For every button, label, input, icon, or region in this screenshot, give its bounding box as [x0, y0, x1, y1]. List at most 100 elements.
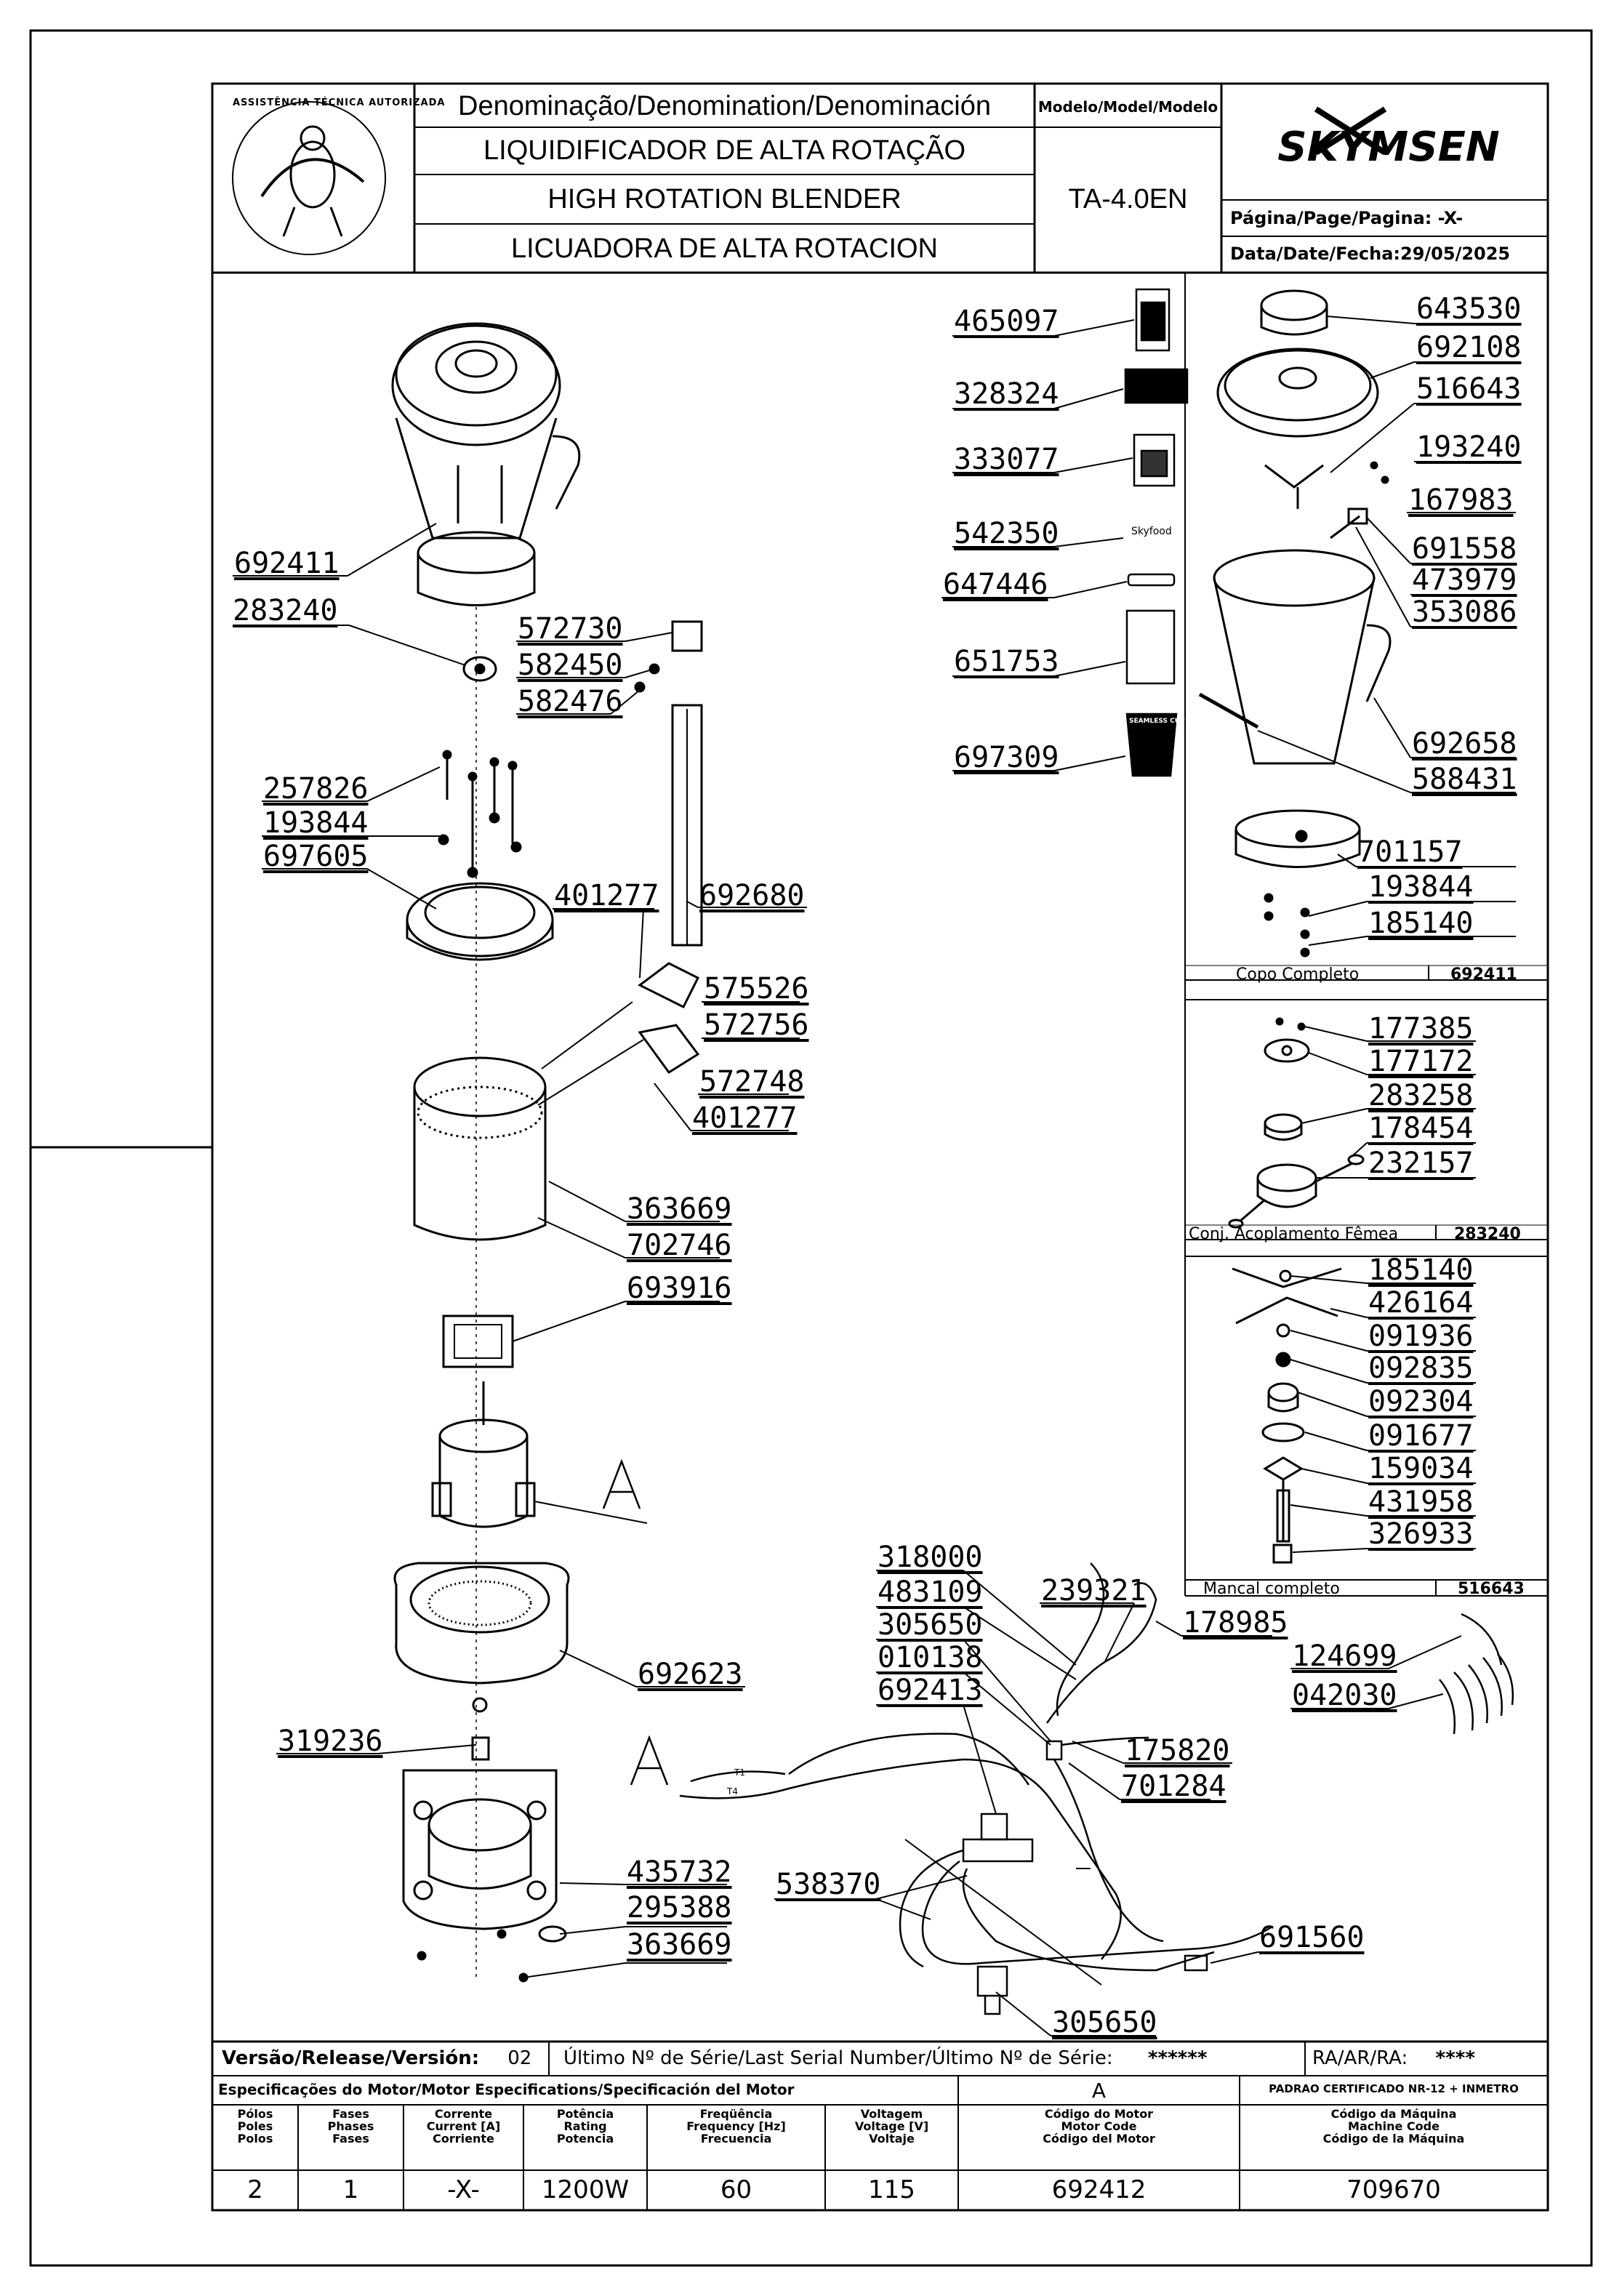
- part-353086: 353086: [1412, 595, 1517, 629]
- spec-value-0: 2: [247, 2175, 263, 2204]
- part-167983: 167983: [1408, 483, 1514, 517]
- date-field: Data/Date/Fecha:29/05/2025: [1230, 244, 1511, 264]
- part-572730: 572730: [518, 612, 623, 646]
- part-582476: 582476: [518, 685, 623, 718]
- part-697309: 697309: [954, 741, 1059, 774]
- spec-value-1: 1: [342, 2175, 359, 2204]
- part-283258: 283258: [1368, 1079, 1474, 1112]
- serial-value: ******: [1147, 2047, 1208, 2069]
- spec-header-0: Pólos Poles Polos: [237, 2107, 273, 2146]
- spec-value-3: 1200W: [541, 2175, 630, 2204]
- motor-letter: A: [1091, 2079, 1107, 2103]
- part-701284: 701284: [1121, 1770, 1226, 1803]
- spec-value-4: 60: [720, 2175, 752, 2204]
- denomination-heading: Denominação/Denomination/Denominación: [458, 91, 991, 121]
- part-193844-right: 193844: [1368, 870, 1474, 904]
- part-124699: 124699: [1292, 1639, 1397, 1673]
- spec-header-1: Fases Phases Fases: [327, 2107, 374, 2146]
- wire-t1-label: T1: [734, 1767, 745, 1778]
- part-177172: 177172: [1368, 1045, 1474, 1078]
- part-091677: 091677: [1368, 1419, 1474, 1453]
- spec-header-3: Potência Rating Potencia: [556, 2107, 614, 2146]
- part-401277-bottom: 401277: [692, 1101, 798, 1135]
- part-232157: 232157: [1368, 1147, 1474, 1180]
- part-588431: 588431: [1412, 763, 1517, 796]
- title-pt: LIQUIDIFICADOR DE ALTA ROTAÇÃO: [483, 135, 965, 166]
- seamless-sticker-text: SEAMLESS CUP: [1129, 718, 1185, 725]
- brand-logo: SKYMSEN: [1277, 124, 1500, 171]
- spec-header-7: Código da Máquina Machine Code Código de…: [1322, 2107, 1465, 2146]
- part-692680: 692680: [699, 879, 805, 912]
- part-295388: 295388: [627, 1891, 732, 1924]
- part-431958: 431958: [1368, 1485, 1474, 1519]
- part-701157: 701157: [1357, 835, 1463, 869]
- spec-value-2: -X-: [447, 2175, 480, 2204]
- part-177385: 177385: [1368, 1012, 1474, 1045]
- part-178985: 178985: [1183, 1606, 1288, 1639]
- part-483109: 483109: [878, 1576, 983, 1609]
- part-175820: 175820: [1125, 1734, 1230, 1767]
- part-401277-top: 401277: [554, 879, 659, 912]
- part-092835: 092835: [1368, 1352, 1474, 1385]
- model-value: TA-4.0EN: [1068, 184, 1188, 214]
- part-333077: 333077: [954, 443, 1059, 476]
- part-692623: 692623: [638, 1658, 743, 1691]
- callout-a-motor: A: [603, 1459, 609, 1466]
- part-193240: 193240: [1416, 430, 1522, 464]
- part-363669-bottom: 363669: [627, 1928, 732, 1962]
- page-value: -X-: [1437, 208, 1464, 228]
- part-572756: 572756: [704, 1008, 809, 1042]
- part-326933: 326933: [1368, 1517, 1474, 1551]
- part-185140-copo: 185140: [1368, 907, 1474, 940]
- ra-value: ****: [1435, 2047, 1475, 2069]
- caption-copo-code: 692411: [1450, 966, 1517, 984]
- model-heading: Modelo/Model/Modelo: [1037, 98, 1218, 116]
- caption-copo: Copo Completo: [1236, 966, 1360, 984]
- callout-a-wiring: A: [631, 1735, 636, 1743]
- part-239321: 239321: [1041, 1574, 1147, 1607]
- part-572748: 572748: [699, 1065, 805, 1099]
- date-value: 29/05/2025: [1400, 244, 1511, 264]
- motor-spec-heading: Especificações do Motor/Motor Especifica…: [218, 2081, 795, 2098]
- standard-note: PADRAO CERTIFICADO NR-12 + INMETRO: [1269, 2082, 1519, 2095]
- spec-value-7: 709670: [1346, 2175, 1441, 2204]
- part-702746: 702746: [627, 1229, 732, 1262]
- part-516643: 516643: [1416, 372, 1522, 406]
- part-091936: 091936: [1368, 1320, 1474, 1353]
- part-185140-mancal: 185140: [1368, 1253, 1474, 1287]
- part-643530: 643530: [1416, 292, 1522, 326]
- part-542350: 542350: [954, 517, 1059, 550]
- part-319236: 319236: [278, 1725, 383, 1758]
- part-283240: 283240: [233, 594, 338, 627]
- part-692658: 692658: [1412, 727, 1517, 760]
- part-692413: 692413: [878, 1674, 983, 1707]
- release-field: Versão/Release/Versión: 02: [222, 2047, 532, 2069]
- caption-mancal-code: 516643: [1458, 1580, 1525, 1598]
- title-es: LICUADORA DE ALTA ROTACION: [510, 233, 938, 264]
- part-426164: 426164: [1368, 1286, 1474, 1320]
- part-582450: 582450: [518, 649, 623, 682]
- part-092304: 092304: [1368, 1385, 1474, 1418]
- part-693916: 693916: [627, 1272, 732, 1305]
- part-305650-top: 305650: [878, 1608, 983, 1642]
- part-435732: 435732: [627, 1855, 732, 1889]
- part-193844-left: 193844: [263, 806, 369, 840]
- part-318000: 318000: [878, 1541, 983, 1574]
- release-value: 02: [507, 2047, 532, 2069]
- page-field: Página/Page/Pagina: -X-: [1230, 208, 1464, 228]
- spec-header-2: Corrente Current [A] Corriente: [426, 2107, 501, 2146]
- title-en: HIGH ROTATION BLENDER: [547, 184, 902, 214]
- part-159034: 159034: [1368, 1452, 1474, 1485]
- spec-header-6: Código do Motor Motor Code Código del Mo…: [1043, 2107, 1155, 2146]
- part-697605: 697605: [263, 840, 369, 873]
- caption-acoplamento: Conj. Acoplamento Fêmea: [1189, 1225, 1399, 1243]
- wire-t4-label: T4: [727, 1786, 738, 1797]
- part-010138: 010138: [878, 1641, 983, 1674]
- part-651753: 651753: [954, 645, 1059, 678]
- skyfood-sticker-text: Skyfood: [1131, 526, 1172, 537]
- caption-acoplamento-code: 283240: [1454, 1225, 1521, 1243]
- spec-header-4: Freqüência Frequency [Hz] Frecuencia: [686, 2107, 786, 2146]
- part-538370: 538370: [776, 1868, 881, 1901]
